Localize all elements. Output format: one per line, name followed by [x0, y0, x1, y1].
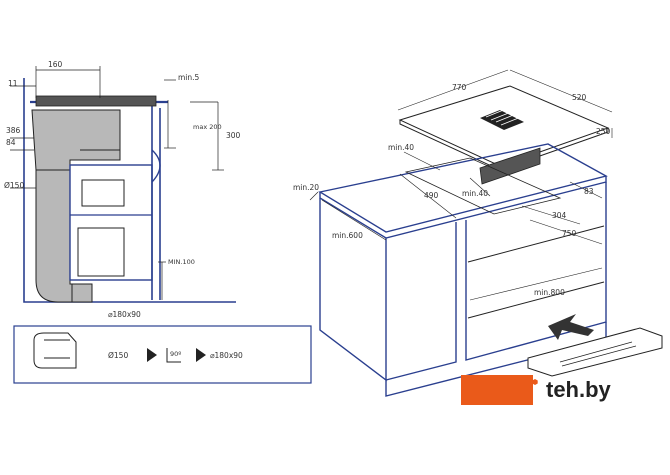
dim-max200: max 200: [193, 123, 222, 131]
extractor-unit: [31, 109, 121, 171]
dim-min40-b: min.40: [462, 189, 488, 198]
cabinet-front: [385, 222, 457, 381]
cabinet-front-right: [465, 182, 607, 361]
dim-83: 83: [584, 187, 594, 196]
right-dimension-lines: [309, 69, 613, 301]
elbow-90-icon: [166, 348, 181, 363]
duct-legend: [13, 325, 312, 384]
dim-min100: MIN.100: [168, 258, 195, 266]
dim-750: 750: [562, 229, 577, 238]
insert-arrow-icon: [548, 314, 594, 340]
watermark-color-block: [461, 375, 533, 405]
plinth-duct-grille: [559, 341, 637, 367]
vent-bars: [485, 108, 522, 126]
left-dimension-lines: [10, 66, 224, 300]
pot-large: [77, 227, 125, 277]
dim-duct: ⌀180x90: [108, 310, 141, 319]
dim-160: 160: [48, 60, 63, 69]
plinth: [385, 322, 607, 397]
dim-250: 250: [596, 127, 611, 136]
wall-curve: [151, 149, 161, 183]
hob-body: [35, 95, 157, 107]
dim-min600: min.600: [332, 231, 363, 240]
dim-min20: min.20: [293, 183, 319, 192]
arrow-right-icon: [147, 348, 157, 362]
dim-520: 520: [572, 93, 587, 102]
pot-small: [81, 179, 125, 207]
hexagon-logo-icon: [532, 379, 538, 385]
duct-adapter-icon: [33, 332, 77, 369]
isometric-view: [309, 69, 663, 397]
cabinet-left-side: [319, 198, 387, 382]
dim-770: 770: [452, 83, 467, 92]
hob-housing: [479, 147, 541, 185]
dim-min800: min.800: [534, 288, 565, 297]
arrow-right-icon-2: [196, 348, 206, 362]
drawer-opening: [467, 225, 605, 319]
dim-min40-a: min.40: [388, 143, 414, 152]
dim-150: Ø150: [4, 181, 24, 190]
dim-min5: min.5: [178, 73, 200, 82]
dim-300: 300: [226, 131, 241, 140]
floor-duct: [71, 283, 93, 303]
cabinet-outline: [69, 164, 153, 281]
back-wall: [23, 78, 236, 303]
dim-11: 11: [8, 79, 18, 88]
legend-angle: 90º: [170, 350, 181, 358]
worktop-cutout: [404, 157, 562, 215]
side-section-view: [10, 66, 236, 303]
watermark-text: teh.by: [546, 377, 611, 402]
dim-490: 490: [424, 191, 439, 200]
legend-rect: ⌀180x90: [210, 351, 243, 360]
wall-outline: [151, 102, 161, 300]
dim-386: 386: [6, 126, 21, 135]
legend-round: Ø150: [108, 351, 128, 360]
dim-84: 84: [6, 138, 16, 147]
dim-304: 304: [552, 211, 567, 220]
